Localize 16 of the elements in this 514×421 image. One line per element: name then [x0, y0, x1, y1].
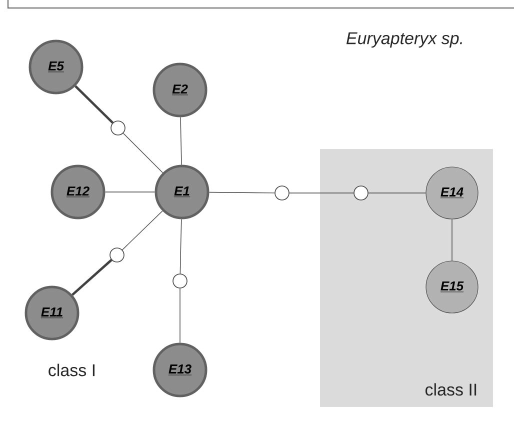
connector-line [180, 116, 182, 166]
median-vector [110, 120, 126, 136]
median-vector [274, 186, 290, 200]
median-vector [354, 186, 368, 200]
connector-line [180, 218, 182, 274]
connector-line [122, 210, 163, 250]
class-label: class I [48, 364, 94, 376]
median-vector [172, 274, 188, 288]
connector-line [72, 259, 112, 296]
connector-line [368, 192, 426, 194]
species-title: Euryapteryx sp. [346, 32, 462, 48]
connector-line [74, 85, 114, 124]
connector-line [208, 192, 275, 194]
median-vector [110, 248, 124, 262]
connector-line [122, 132, 164, 174]
connector-line [289, 192, 354, 194]
